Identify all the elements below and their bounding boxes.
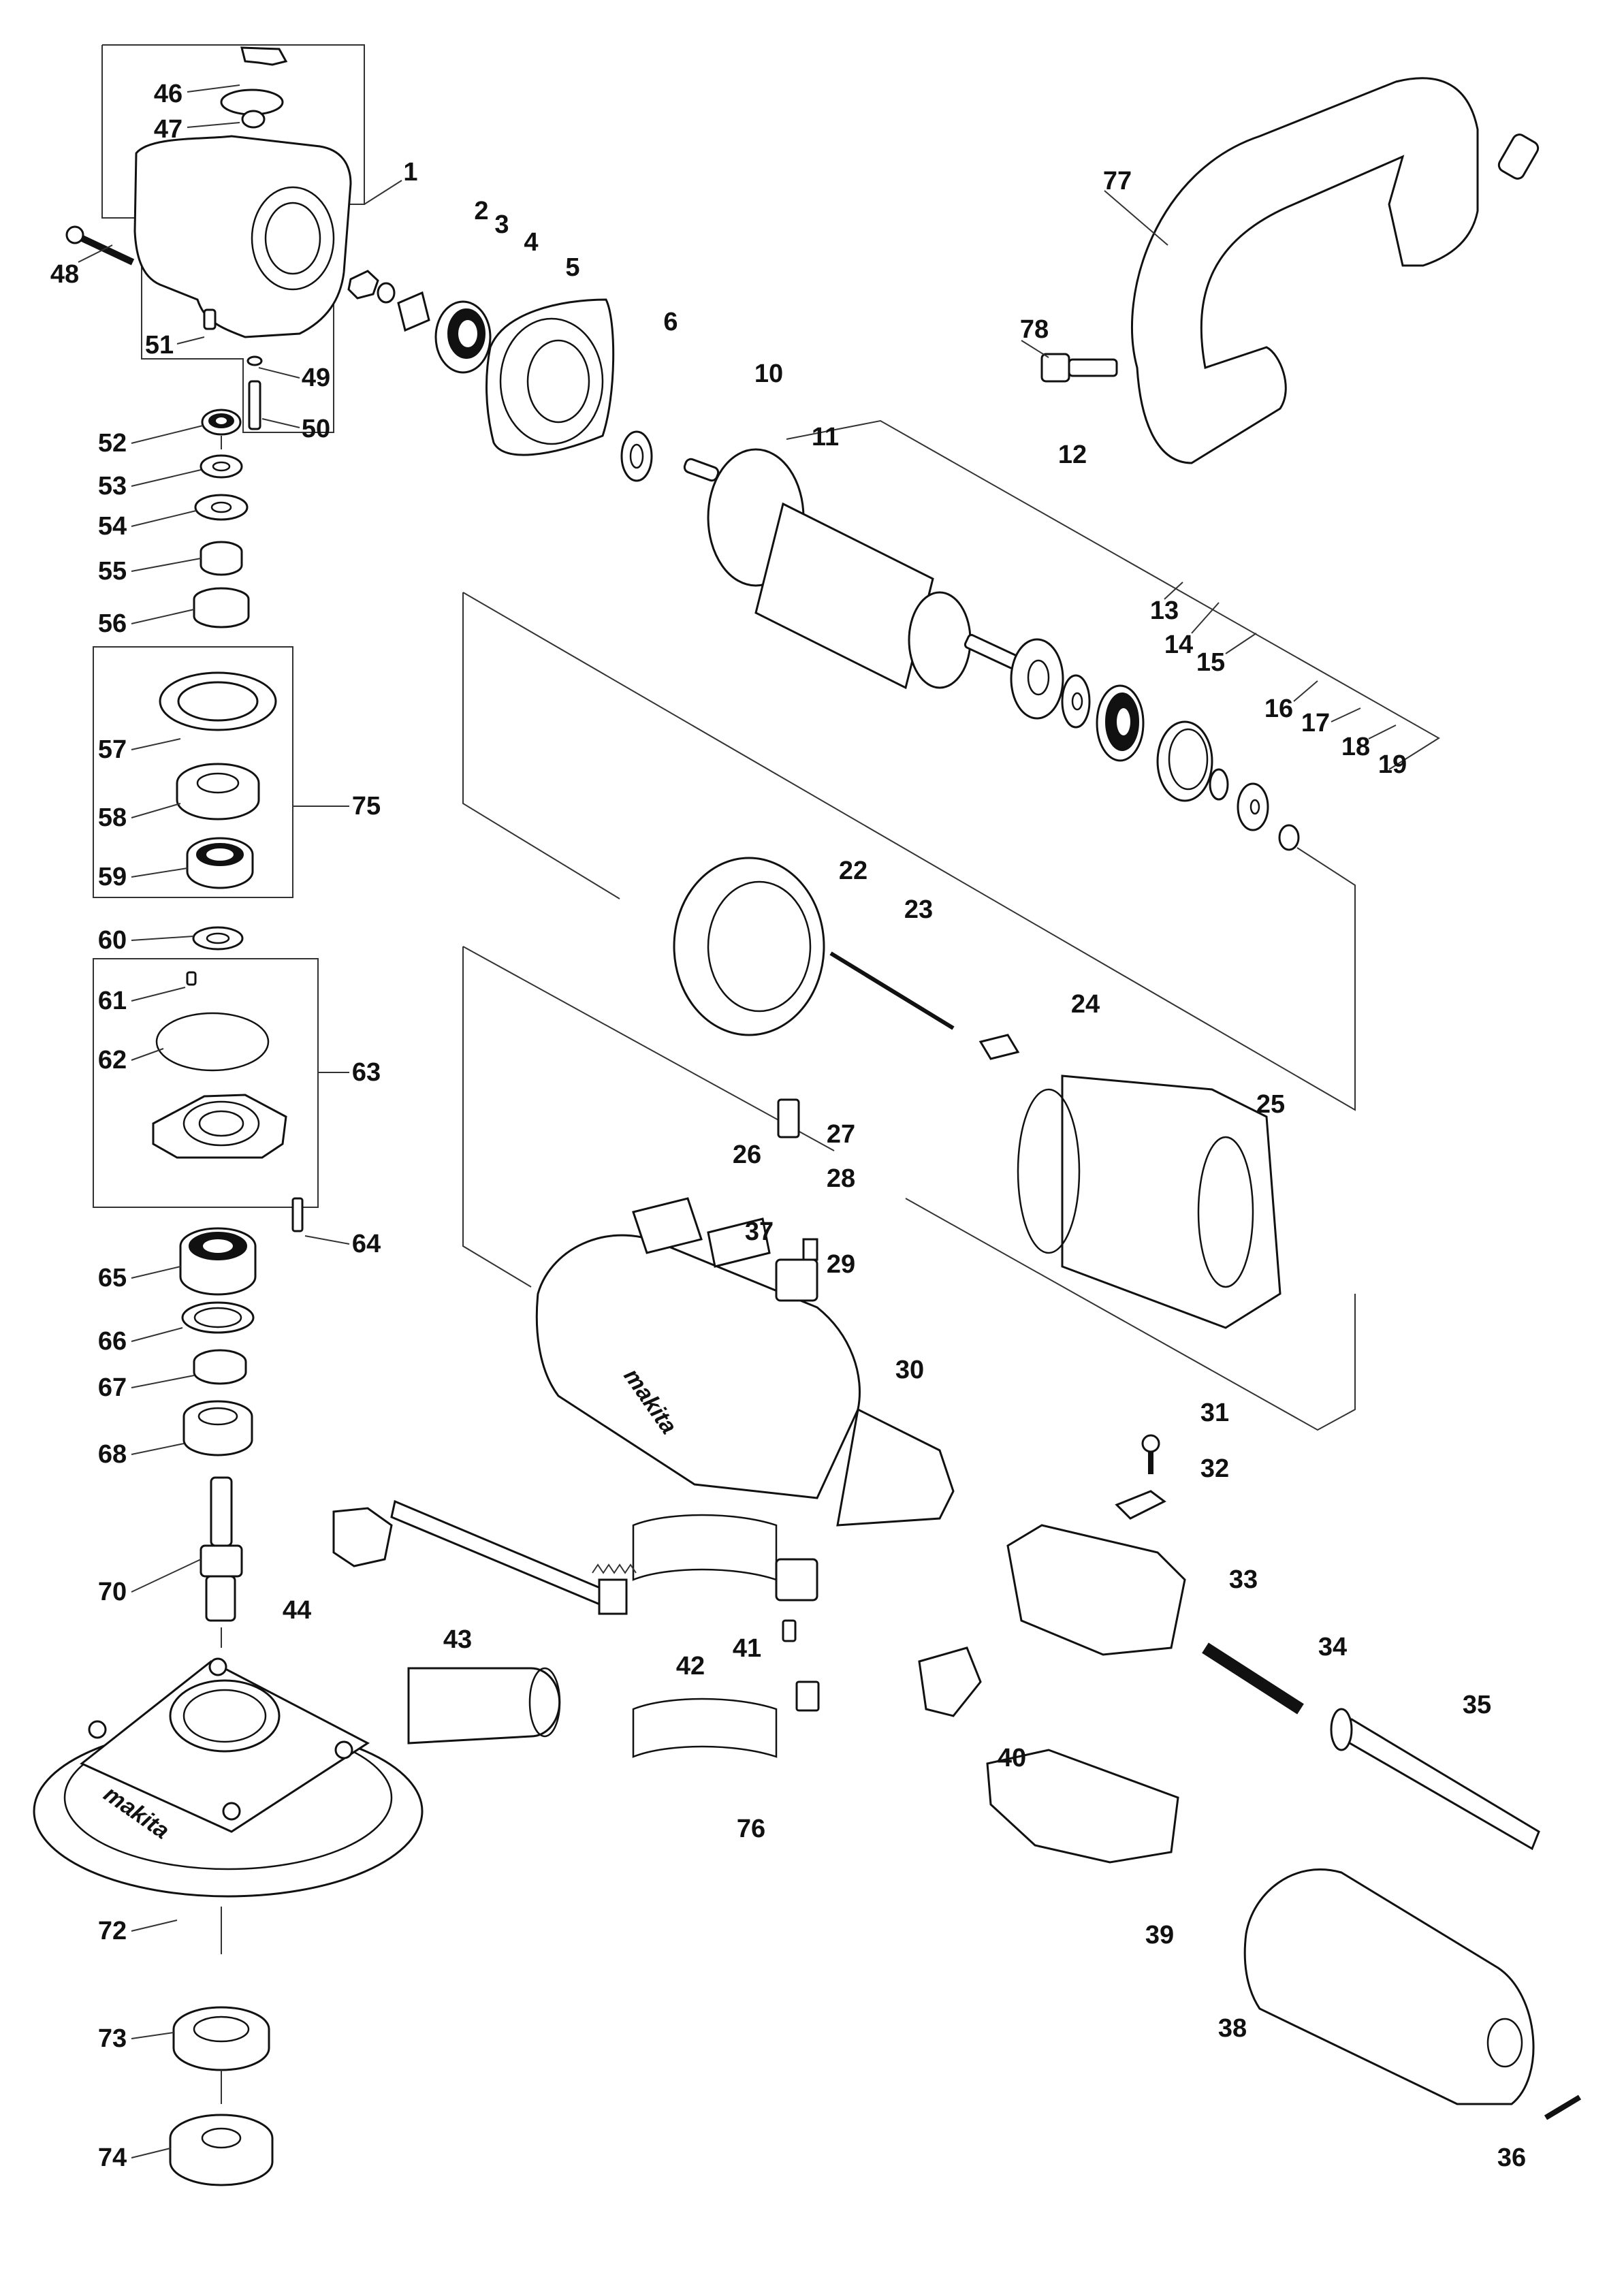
- part-callout-65: 65: [97, 1264, 127, 1292]
- part-callout-4: 4: [524, 228, 539, 257]
- part-callout-75: 75: [351, 792, 381, 821]
- part-callout-30: 30: [895, 1356, 925, 1384]
- part-callout-34: 34: [1318, 1633, 1348, 1661]
- part-callout-28: 28: [826, 1164, 856, 1193]
- switch-and-cord-parts: [1006, 1434, 1540, 1851]
- dust-shroud-part: makita: [33, 1657, 561, 1954]
- part-callout-16: 16: [1264, 695, 1294, 723]
- part-callout-42: 42: [675, 1652, 705, 1680]
- housing-bracket-lines: [462, 946, 1356, 1431]
- part-callout-12: 12: [1057, 441, 1087, 469]
- part-callout-13: 13: [1149, 596, 1179, 625]
- part-callout-70: 70: [97, 1578, 127, 1606]
- part-callout-3: 3: [494, 210, 509, 239]
- field-and-baffle-parts: [673, 857, 1281, 1329]
- part-callout-14: 14: [1164, 631, 1194, 659]
- part-callout-23: 23: [904, 895, 934, 924]
- part-callout-1: 1: [403, 158, 418, 187]
- part-callout-40: 40: [997, 1744, 1027, 1772]
- spiral-bevel-parts: [347, 270, 653, 482]
- rear-cover-and-switch-parts: [918, 1646, 1582, 2120]
- part-callout-46: 46: [153, 80, 183, 108]
- bearing-box-parts: [152, 971, 304, 1456]
- part-callout-31: 31: [1200, 1399, 1230, 1427]
- side-handle-part: [1040, 77, 1540, 464]
- part-callout-5: 5: [565, 253, 580, 282]
- part-callout-2: 2: [474, 197, 489, 225]
- rear-bearing-parts: [1010, 638, 1300, 851]
- bearing-retainer-group-frame: [93, 646, 293, 898]
- part-callout-11: 11: [811, 423, 840, 451]
- part-callout-61: 61: [97, 987, 127, 1015]
- part-callout-48: 48: [50, 260, 80, 289]
- part-callout-17: 17: [1301, 709, 1331, 737]
- spindle-part: [200, 1476, 243, 1648]
- part-callout-56: 56: [97, 609, 127, 638]
- part-callout-19: 19: [1378, 750, 1407, 779]
- bearing-retainer-parts: [159, 671, 277, 951]
- part-callout-39: 39: [1145, 1921, 1175, 1949]
- part-callout-41: 41: [732, 1634, 762, 1663]
- part-callout-50: 50: [301, 415, 331, 443]
- part-callout-77: 77: [1102, 167, 1132, 195]
- part-callout-67: 67: [97, 1373, 127, 1402]
- part-callout-27: 27: [826, 1120, 856, 1149]
- part-callout-36: 36: [1497, 2144, 1527, 2172]
- part-callout-29: 29: [826, 1250, 856, 1279]
- part-callout-33: 33: [1228, 1565, 1258, 1594]
- part-callout-44: 44: [282, 1596, 312, 1625]
- part-callout-24: 24: [1070, 990, 1100, 1019]
- part-callout-59: 59: [97, 863, 127, 891]
- part-callout-15: 15: [1196, 648, 1226, 677]
- part-callout-64: 64: [351, 1230, 381, 1258]
- part-callout-54: 54: [97, 512, 127, 541]
- armature-part: [683, 448, 1019, 690]
- part-callout-43: 43: [443, 1625, 473, 1654]
- part-callout-53: 53: [97, 472, 127, 500]
- part-callout-10: 10: [754, 360, 784, 388]
- part-callout-25: 25: [1256, 1090, 1286, 1119]
- part-callout-66: 66: [97, 1327, 127, 1356]
- part-callout-49: 49: [301, 364, 331, 392]
- part-callout-74: 74: [97, 2144, 127, 2172]
- part-callout-63: 63: [351, 1058, 381, 1087]
- part-callout-52: 52: [97, 429, 127, 458]
- bearing-box-group-frame: [93, 958, 319, 1208]
- part-callout-68: 68: [97, 1440, 127, 1469]
- part-callout-51: 51: [144, 331, 174, 360]
- part-callout-37: 37: [744, 1217, 774, 1246]
- part-callout-22: 22: [838, 857, 868, 885]
- part-callout-47: 47: [153, 115, 183, 144]
- part-callout-76: 76: [736, 1815, 766, 1843]
- part-callout-58: 58: [97, 803, 127, 832]
- part-callout-32: 32: [1200, 1454, 1230, 1483]
- flange-nut-parts: [169, 2006, 274, 2186]
- part-callout-72: 72: [97, 1917, 127, 1945]
- motor-housing-part: makita: [535, 1234, 955, 1527]
- gear-housing-part: [133, 46, 352, 338]
- part-callout-38: 38: [1217, 2014, 1247, 2043]
- part-callout-78: 78: [1019, 315, 1049, 344]
- small-parts-column: [193, 308, 263, 628]
- bolt-part: [65, 225, 135, 266]
- part-callout-73: 73: [97, 2024, 127, 2053]
- part-callout-57: 57: [97, 735, 127, 764]
- part-callout-62: 62: [97, 1046, 127, 1074]
- part-callout-6: 6: [663, 308, 678, 336]
- part-callout-55: 55: [97, 557, 127, 586]
- part-callout-18: 18: [1341, 733, 1371, 761]
- part-callout-26: 26: [732, 1141, 762, 1169]
- gear-housing-group-frame: [101, 44, 365, 433]
- lock-lever-parts: [332, 1499, 628, 1615]
- brush-holder-parts: [592, 1098, 820, 1758]
- part-callout-35: 35: [1462, 1691, 1492, 1719]
- armature-bracket-lines: [462, 419, 1440, 1111]
- leader-lines: [78, 84, 1168, 2158]
- part-callout-60: 60: [97, 926, 127, 955]
